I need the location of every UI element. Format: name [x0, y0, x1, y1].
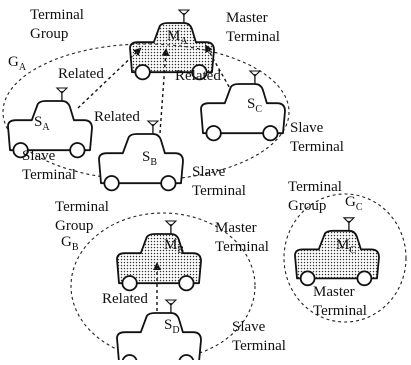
wheel: [134, 64, 151, 81]
master-terminal-mc-car: [294, 217, 380, 287]
master-terminal-ma-car: [129, 9, 215, 81]
label-mc: MC: [336, 237, 356, 256]
label-mb: MB: [164, 237, 184, 256]
master-terminal-mb-car: [116, 220, 202, 292]
wheel: [191, 64, 208, 81]
related-label-sb: Related: [94, 109, 140, 125]
label-ma: MA: [167, 28, 188, 47]
group-name-a: GA: [8, 54, 27, 73]
wheel: [205, 125, 222, 142]
label-sa: SA: [34, 114, 50, 133]
antenna-head-icon: [248, 70, 262, 77]
label-sc: SC: [247, 96, 262, 115]
related-label-sa: Related: [58, 66, 104, 82]
label-sb: SB: [142, 149, 157, 168]
antenna-head-icon: [55, 87, 69, 94]
wheel: [178, 275, 195, 292]
wheel: [160, 175, 177, 192]
antenna-head-icon: [146, 120, 160, 127]
wheel: [299, 270, 316, 287]
related-label-sc: Related: [175, 68, 221, 84]
car-body: [116, 312, 202, 364]
slave-terminal-sc-car: [200, 70, 286, 142]
label-sd: SD: [164, 317, 180, 336]
arrow-sa-to-ma: [77, 47, 142, 109]
antenna-head-icon: [164, 299, 178, 306]
wheel: [356, 270, 373, 287]
arrow-sb-to-ma: [159, 48, 170, 134]
group-name-b: GB: [61, 234, 79, 253]
antenna-head-icon: [164, 220, 178, 227]
antenna-head-icon: [177, 9, 191, 16]
wheel: [103, 175, 120, 192]
related-label-sd: Related: [102, 291, 148, 307]
group-name-c: GC: [345, 194, 363, 213]
group-ellipse-b: [70, 212, 256, 360]
slave-terminal-sd-car: [116, 299, 202, 365]
wheel: [121, 275, 138, 292]
wheel: [262, 125, 279, 142]
slave-terminal-sa-car: [7, 87, 93, 159]
antenna-head-icon: [342, 217, 356, 224]
group-ellipse-c: [283, 193, 407, 323]
wheel: [69, 142, 86, 159]
slave-terminal-sb-car: [98, 120, 184, 192]
wheel: [12, 142, 29, 159]
